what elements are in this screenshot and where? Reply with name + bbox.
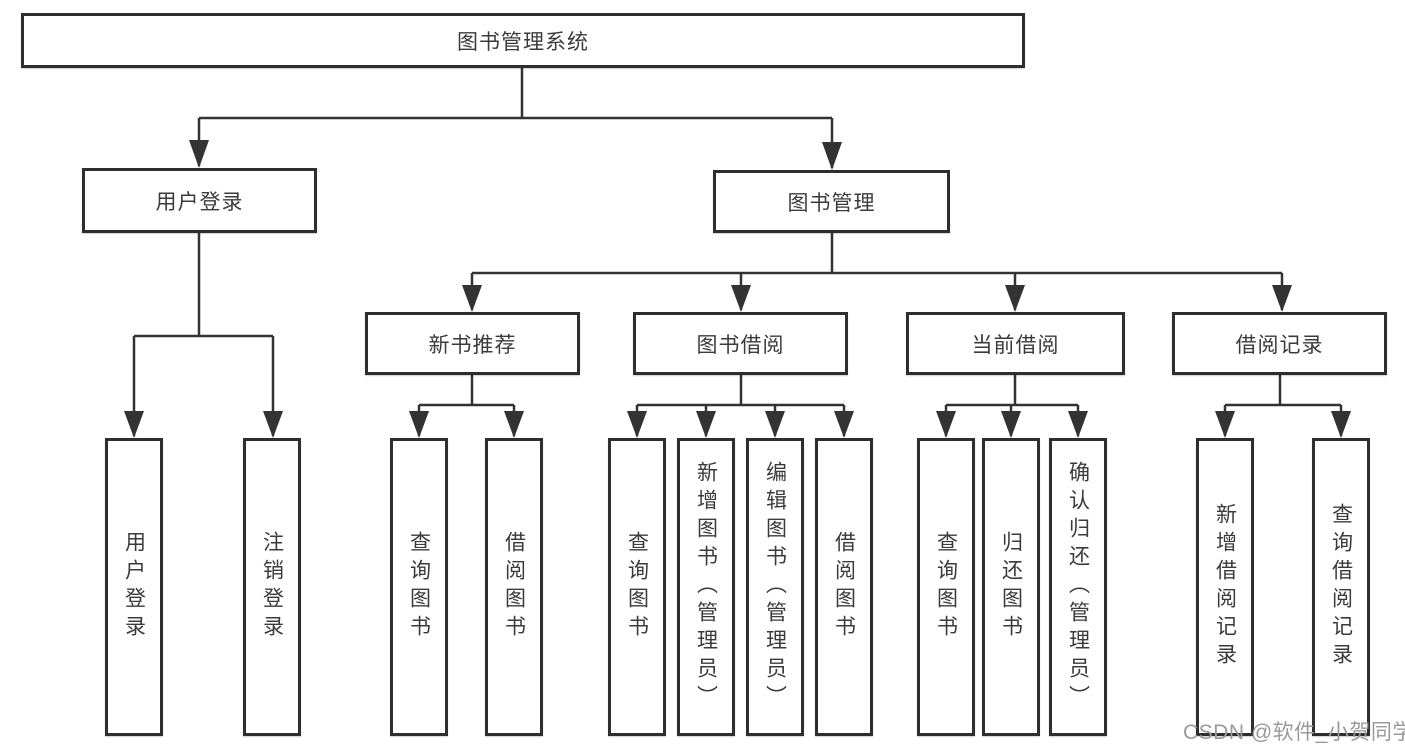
node-label: 新书推荐 <box>428 333 517 357</box>
arrowhead <box>1068 411 1088 438</box>
arrowhead <box>263 411 283 438</box>
leaf-query-borrow-record: 查询借阅记录 <box>1312 438 1370 736</box>
arrowhead <box>1005 285 1025 312</box>
arrowhead <box>189 140 209 168</box>
node-user-login: 用户登录 <box>82 168 317 233</box>
arrowhead <box>627 411 647 438</box>
node-label: 借阅记录 <box>1235 333 1324 357</box>
node-current-borrow: 当前借阅 <box>906 312 1125 375</box>
node-label: 编辑图书（管理员） <box>763 461 787 713</box>
node-label: 归还图书 <box>999 531 1023 643</box>
arrowhead <box>462 285 482 312</box>
node-label: 查询借阅记录 <box>1329 503 1353 671</box>
arrowhead <box>834 411 854 438</box>
node-label: 查询图书 <box>934 531 958 643</box>
node-label: 用户登录 <box>122 531 146 643</box>
leaf-add-borrow-record: 新增借阅记录 <box>1196 438 1254 736</box>
arrowhead <box>1331 411 1351 438</box>
arrowhead <box>1272 285 1292 312</box>
watermark: CSDN @软件_小贺同学 <box>1183 721 1405 744</box>
leaf-borrow-books: 借阅图书 <box>815 438 873 736</box>
node-label: 确认归还（管理员） <box>1066 461 1090 713</box>
node-borrow-records: 借阅记录 <box>1172 312 1387 375</box>
arrowhead <box>765 411 785 438</box>
node-label: 图书管理系统 <box>457 30 589 54</box>
leaf-query-books-recommend: 查询图书 <box>390 438 448 736</box>
leaf-query-books-borrow: 查询图书 <box>608 438 666 736</box>
leaf-borrow-books-recommend: 借阅图书 <box>485 438 543 736</box>
node-label: 查询图书 <box>625 531 649 643</box>
node-label: 图书借阅 <box>696 333 785 357</box>
leaf-confirm-return-admin: 确认归还（管理员） <box>1049 438 1107 736</box>
arrowhead <box>504 411 524 438</box>
arrowhead <box>124 411 144 438</box>
connector-lines <box>132 68 1343 436</box>
leaf-query-books-current: 查询图书 <box>917 438 975 736</box>
arrowhead <box>409 411 429 438</box>
arrowhead <box>822 142 842 170</box>
node-label: 当前借阅 <box>971 333 1060 357</box>
node-book-management: 图书管理 <box>713 170 950 233</box>
node-label: 注销登录 <box>260 531 284 643</box>
node-label: 新增借阅记录 <box>1213 503 1237 671</box>
leaf-edit-book-admin: 编辑图书（管理员） <box>746 438 804 736</box>
arrowhead <box>696 411 716 438</box>
arrowhead <box>936 411 956 438</box>
arrowhead <box>731 285 751 312</box>
arrowhead <box>1215 411 1235 438</box>
arrowhead <box>1001 411 1021 438</box>
node-label: 图书管理 <box>787 191 876 215</box>
node-label: 借阅图书 <box>832 531 856 643</box>
node-label: 借阅图书 <box>502 531 526 643</box>
leaf-user-login: 用户登录 <box>105 438 163 736</box>
node-book-borrow: 图书借阅 <box>633 312 848 375</box>
node-label: 查询图书 <box>407 531 431 643</box>
leaf-add-book-admin: 新增图书（管理员） <box>677 438 735 736</box>
leaf-return-book: 归还图书 <box>982 438 1040 736</box>
node-root-library-system: 图书管理系统 <box>21 13 1025 68</box>
node-label: 用户登录 <box>155 190 244 214</box>
node-label: 新增图书（管理员） <box>694 461 718 713</box>
node-new-book-recommend: 新书推荐 <box>365 312 580 375</box>
leaf-logout: 注销登录 <box>243 438 301 736</box>
